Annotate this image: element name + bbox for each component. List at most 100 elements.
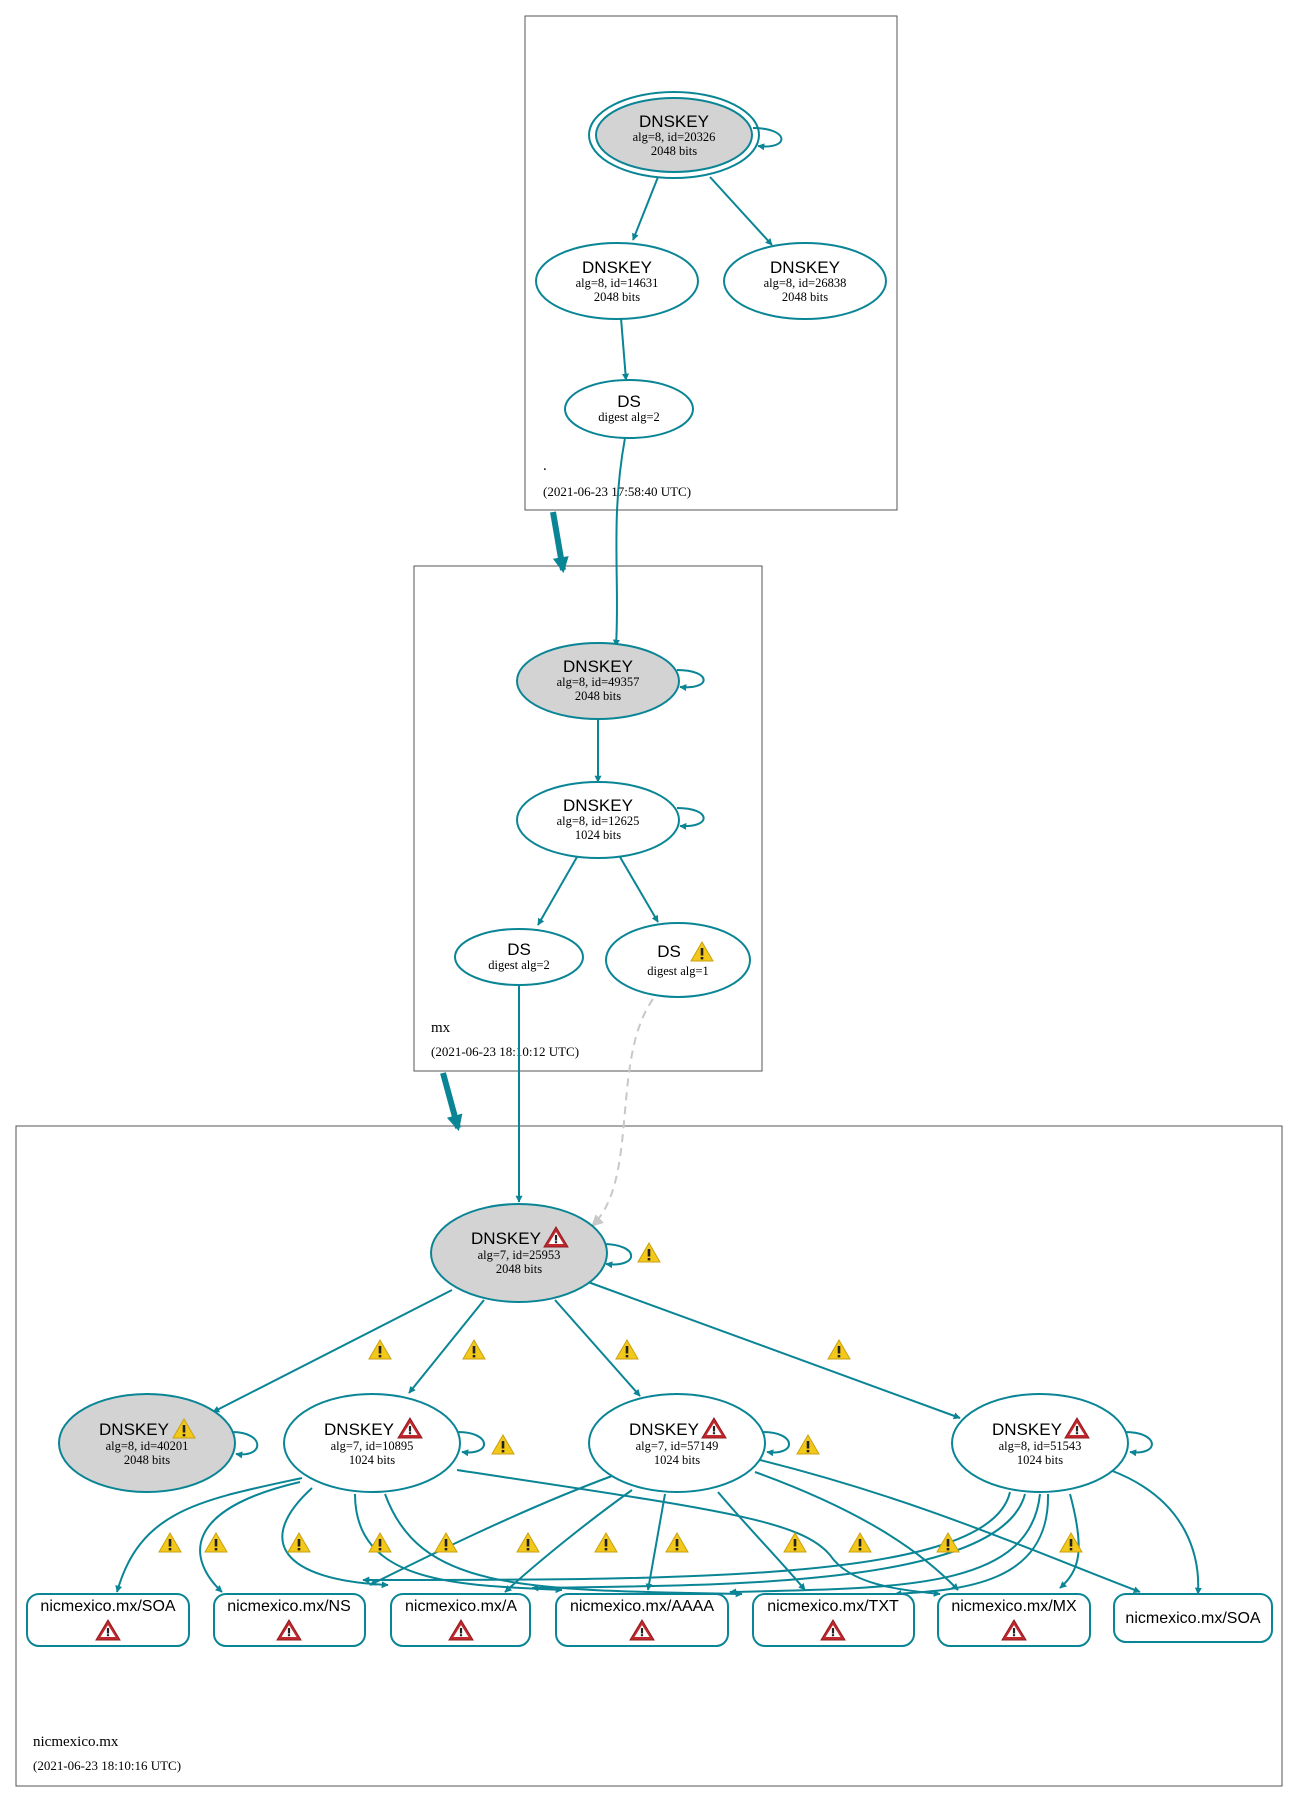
edge-k10895-soa	[115, 1477, 303, 1593]
zone-name: mx	[431, 1020, 451, 1036]
node-nic-dnskey-10895[interactable]: DNSKEY alg=7, id=10895 1024 bits	[283, 1393, 461, 1493]
node-title: DNSKEY	[582, 258, 652, 277]
node-title: DS	[657, 942, 681, 961]
edge-k10895-txt	[384, 1493, 743, 1598]
node-detail: 2048 bits	[124, 1453, 170, 1467]
node-nic-dnskey-25953[interactable]: DNSKEY alg=7, id=25953 2048 bits	[430, 1203, 608, 1303]
rrset-txt[interactable]: nicmexico.mx/TXT	[752, 1593, 915, 1647]
node-detail: alg=7, id=10895	[331, 1439, 414, 1453]
delegation-edge-root-mx	[550, 511, 569, 574]
node-detail: alg=8, id=20326	[633, 130, 716, 144]
warning-icon	[434, 1532, 458, 1553]
edge-mx-ds2-nic-ksk	[591, 998, 654, 1227]
warning-icon	[158, 1532, 182, 1553]
rrset-label: nicmexico.mx/SOA	[1125, 1610, 1260, 1627]
node-nic-dnskey-40201[interactable]: DNSKEY alg=8, id=40201 2048 bits	[58, 1393, 236, 1493]
node-root-dnskey-26838[interactable]: DNSKEY alg=8, id=26838 2048 bits	[723, 242, 887, 320]
node-root-dnskey-20326[interactable]: DNSKEY alg=8, id=20326 2048 bits	[588, 91, 760, 179]
edge-mx-zsk-ds2	[619, 856, 659, 923]
edge-k10895-a	[281, 1487, 389, 1589]
node-detail: alg=8, id=40201	[106, 1439, 189, 1453]
rrset-ns[interactable]: nicmexico.mx/NS	[213, 1593, 366, 1647]
warning-icon	[594, 1532, 618, 1553]
warning-icon	[615, 1339, 639, 1360]
warning-icon	[796, 1434, 820, 1455]
warning-icon	[516, 1532, 540, 1553]
zone-name: .	[543, 458, 547, 474]
node-mx-dnskey-12625[interactable]: DNSKEY alg=8, id=12625 1024 bits	[516, 781, 680, 859]
rrset-label: nicmexico.mx/NS	[227, 1598, 351, 1615]
warning-icon	[204, 1532, 228, 1553]
rrset-mx[interactable]: nicmexico.mx/MX	[937, 1593, 1091, 1647]
rrset-label: nicmexico.mx/AAAA	[570, 1598, 714, 1615]
node-title: DS	[617, 392, 641, 411]
node-detail: 2048 bits	[782, 290, 828, 304]
edge-mx-zsk-self	[676, 807, 705, 830]
node-detail: 2048 bits	[575, 689, 621, 703]
node-detail: alg=8, id=12625	[557, 814, 640, 828]
zone-mx: mx (2021-06-23 18:10:12 UTC)	[413, 565, 763, 1072]
edge-k10895-self	[457, 1431, 485, 1457]
edge-root-ksk-self	[752, 127, 783, 151]
node-detail: alg=7, id=25953	[478, 1248, 561, 1262]
zone-root: . (2021-06-23 17:58:40 UTC)	[524, 15, 898, 511]
node-nic-dnskey-51543[interactable]: DNSKEY alg=8, id=51543 1024 bits	[951, 1393, 1129, 1493]
edge-k57149-a	[504, 1489, 633, 1593]
edge-k10895-ns	[199, 1481, 301, 1593]
warning-icon	[827, 1339, 851, 1360]
node-detail: digest alg=2	[598, 410, 660, 424]
edge-k51543-soa2	[1109, 1469, 1202, 1595]
zone-timestamp: (2021-06-23 18:10:16 UTC)	[33, 1758, 181, 1773]
edge-k57149-aaaa	[645, 1493, 666, 1591]
node-root-ds[interactable]: DS digest alg=2	[564, 379, 694, 439]
edge-mx-ksk-self	[676, 669, 705, 692]
node-detail: digest alg=1	[647, 964, 709, 978]
rrset-aaaa[interactable]: nicmexico.mx/AAAA	[555, 1593, 729, 1647]
node-root-dnskey-14631[interactable]: DNSKEY alg=8, id=14631 2048 bits	[535, 242, 699, 320]
edge-k51543-mx	[1059, 1493, 1080, 1589]
node-title: DNSKEY	[471, 1229, 541, 1248]
warning-icon	[637, 1242, 661, 1263]
node-title: DNSKEY	[629, 1420, 699, 1439]
edge-k51543-a	[531, 1493, 1026, 1592]
node-nic-dnskey-57149[interactable]: DNSKEY alg=7, id=57149 1024 bits	[588, 1393, 766, 1493]
node-detail: alg=8, id=14631	[576, 276, 659, 290]
zone-timestamp: (2021-06-23 17:58:40 UTC)	[543, 484, 691, 499]
node-mx-ds-digest1[interactable]: DS digest alg=1	[605, 922, 751, 998]
edge-nic-ksk-k57149	[554, 1299, 641, 1397]
warning-icon	[936, 1532, 960, 1553]
edge-root-ksk-zsk1	[632, 176, 659, 241]
rrset-a[interactable]: nicmexico.mx/A	[390, 1593, 531, 1647]
edge-k57149-soa2	[759, 1459, 1141, 1594]
rrset-label: nicmexico.mx/MX	[951, 1598, 1077, 1615]
warning-icon	[368, 1339, 392, 1360]
node-title: DNSKEY	[770, 258, 840, 277]
edge-k51543-self	[1124, 1431, 1153, 1457]
rrset-soa-secure[interactable]: nicmexico.mx/SOA	[1113, 1593, 1273, 1643]
warning-icon	[462, 1339, 486, 1360]
edge-k57149-ns	[369, 1475, 613, 1586]
zone-nicmexico: nicmexico.mx (2021-06-23 18:10:16 UTC)	[15, 1125, 1283, 1787]
node-mx-ds-digest2[interactable]: DS digest alg=2	[454, 928, 584, 986]
warning-icon	[665, 1532, 689, 1553]
edge-k51543-aaaa	[729, 1493, 1041, 1596]
warning-icon	[848, 1532, 872, 1553]
node-detail: 2048 bits	[651, 144, 697, 158]
node-title: DNSKEY	[992, 1420, 1062, 1439]
node-detail: 2048 bits	[594, 290, 640, 304]
edge-k40201-self	[231, 1431, 259, 1459]
edge-k57149-mx	[754, 1471, 959, 1591]
node-title: DNSKEY	[563, 657, 633, 676]
rrset-soa[interactable]: nicmexico.mx/SOA	[26, 1593, 190, 1647]
edge-root-zsk1-ds	[620, 317, 629, 381]
rrset-label: nicmexico.mx/A	[405, 1598, 517, 1615]
edge-nic-ksk-k51543	[587, 1281, 961, 1420]
node-title: DNSKEY	[99, 1420, 169, 1439]
node-detail: 1024 bits	[654, 1453, 700, 1467]
node-title: DNSKEY	[639, 112, 709, 131]
edge-k51543-ns	[362, 1491, 1011, 1584]
node-detail: alg=8, id=26838	[764, 276, 847, 290]
node-mx-dnskey-49357[interactable]: DNSKEY alg=8, id=49357 2048 bits	[516, 642, 680, 720]
warning-icon	[491, 1434, 515, 1455]
edge-root-ksk-zsk2	[709, 176, 773, 246]
